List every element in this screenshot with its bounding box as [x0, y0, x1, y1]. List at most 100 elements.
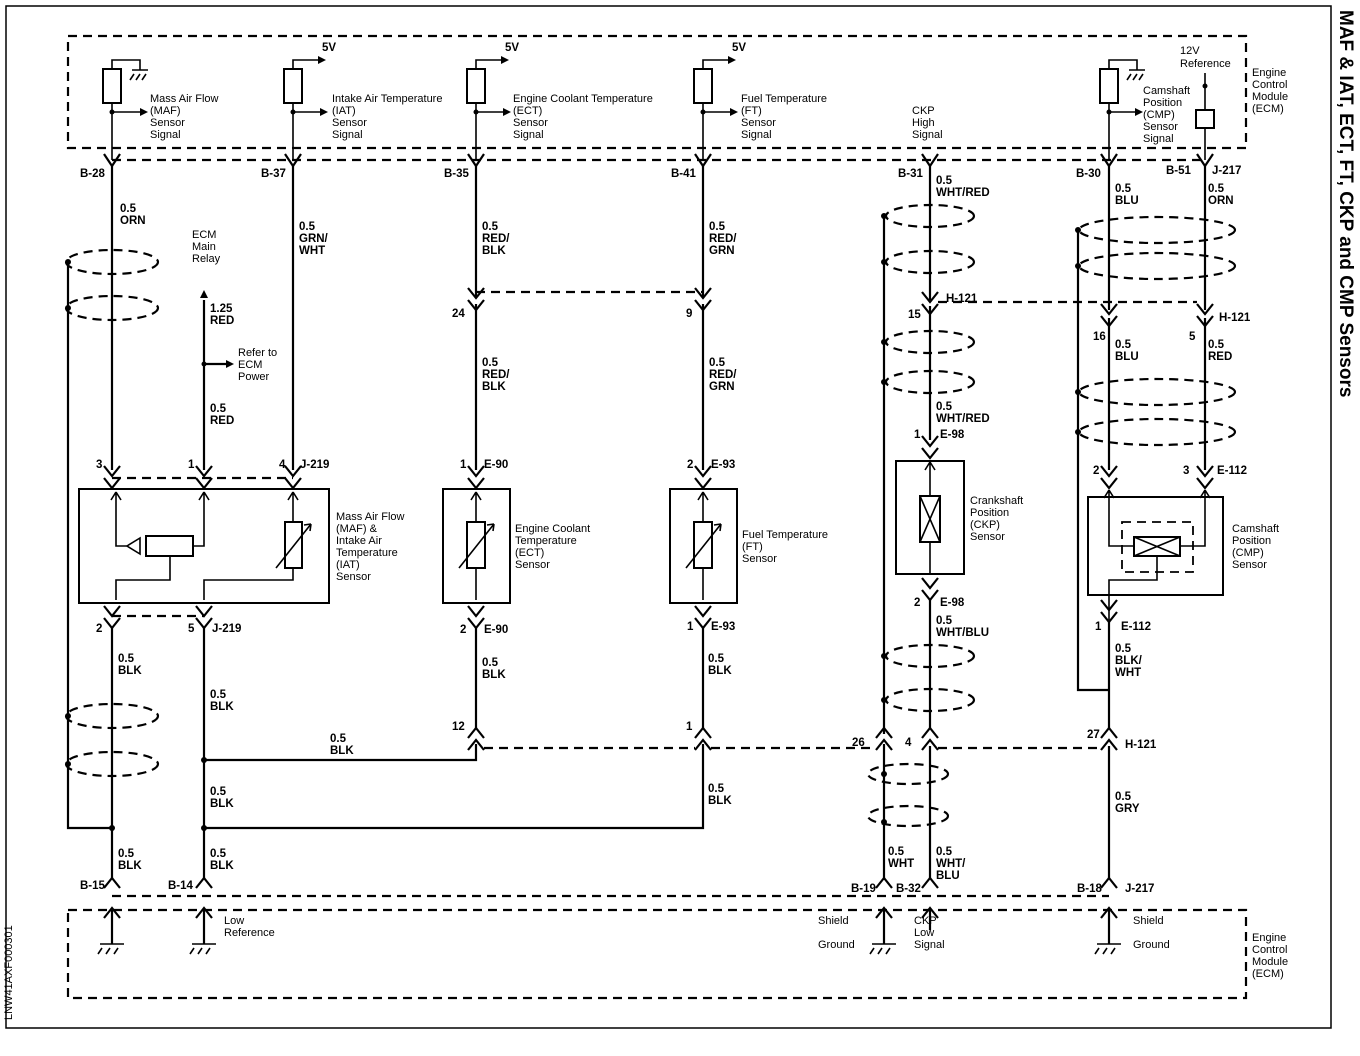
drawing-code: LNW41AXF000301 [3, 925, 15, 1020]
svg-text:BLK: BLK [708, 665, 732, 677]
svg-text:Sensor: Sensor [742, 553, 777, 565]
svg-text:Position: Position [1232, 535, 1271, 547]
conn-j217-bottom: J-217 [1125, 883, 1154, 895]
pin-5-maf: 5 [188, 623, 195, 635]
svg-text:Sensor: Sensor [970, 531, 1005, 543]
svg-text:WHT: WHT [1115, 667, 1141, 679]
svg-text:0.5: 0.5 [708, 653, 725, 665]
svg-text:Sensor: Sensor [336, 571, 371, 583]
conn-b30: B-30 [1076, 168, 1101, 180]
conn-b35: B-35 [444, 168, 470, 180]
svg-text:BLU: BLU [936, 870, 960, 882]
svg-text:Reference: Reference [1180, 58, 1231, 70]
svg-text:Reference: Reference [224, 927, 275, 939]
svg-text:Low: Low [224, 915, 244, 927]
svg-text:GRY: GRY [1115, 803, 1140, 815]
ft-sensor: Fuel Temperature (FT) Sensor [669, 488, 828, 604]
svg-text:RED/: RED/ [709, 233, 737, 245]
ecm-maf-circuit: Mass Air Flow (MAF) Sensor Signal [102, 59, 219, 160]
svg-text:Intake Air Temperature: Intake Air Temperature [332, 93, 442, 105]
svg-text:0.5: 0.5 [118, 653, 135, 665]
pin-15: 15 [908, 309, 921, 321]
maf-iat-sensor: Mass Air Flow (MAF) & Intake Air Tempera… [78, 488, 405, 604]
svg-text:Low: Low [914, 927, 934, 939]
svg-text:Temperature: Temperature [336, 547, 398, 559]
pin-4-inline: 4 [905, 737, 912, 749]
svg-text:GRN: GRN [709, 381, 735, 393]
svg-text:BLK: BLK [118, 860, 142, 872]
svg-text:0.5: 0.5 [1115, 643, 1132, 655]
svg-text:Sensor: Sensor [741, 117, 776, 129]
svg-text:WHT/: WHT/ [936, 858, 966, 870]
svg-text:BLK/: BLK/ [1115, 655, 1143, 667]
svg-text:RED: RED [210, 415, 234, 427]
pin-26: 26 [852, 737, 865, 749]
conn-e90-top: E-90 [484, 459, 508, 471]
conn-b28: B-28 [80, 168, 106, 180]
svg-text:Intake Air: Intake Air [336, 535, 382, 547]
svg-text:WHT: WHT [888, 858, 914, 870]
svg-text:5V: 5V [505, 42, 519, 54]
svg-text:(MAF) &: (MAF) & [336, 523, 378, 535]
pin-2-maf: 2 [96, 623, 102, 635]
svg-text:Temperature: Temperature [515, 535, 577, 547]
svg-text:WHT/RED: WHT/RED [936, 187, 990, 199]
pin-2-ect: 2 [460, 624, 466, 636]
svg-text:0.5: 0.5 [708, 783, 725, 795]
svg-text:RED/: RED/ [709, 369, 737, 381]
pin-3: 3 [96, 459, 102, 471]
conn-b14: B-14 [168, 880, 194, 892]
pin-5-h121: 5 [1189, 331, 1196, 343]
svg-text:Sensor: Sensor [1143, 121, 1178, 133]
svg-text:(CKP): (CKP) [970, 519, 1000, 531]
svg-text:(IAT): (IAT) [336, 559, 360, 571]
svg-text:Module: Module [1252, 91, 1288, 103]
inline-connectors-upper [467, 287, 1214, 328]
conn-h121-a: H-121 [946, 293, 978, 305]
svg-text:BLK: BLK [482, 381, 506, 393]
conn-b37: B-37 [261, 168, 286, 180]
ecm-bottom-grounds: Low Reference Shield Ground CKP Low Sign… [97, 906, 1170, 955]
svg-text:RED: RED [210, 315, 234, 327]
svg-text:Sensor: Sensor [332, 117, 367, 129]
inline-connectors-lower [467, 726, 1118, 751]
svg-text:(FT): (FT) [741, 105, 762, 117]
conn-e98-top: E-98 [940, 429, 965, 441]
svg-text:Engine: Engine [1252, 932, 1286, 944]
ecm-cmp-circuit: Camshaft Position (CMP) Sensor Signal 12… [1099, 45, 1231, 160]
page-border [5, 5, 1332, 1029]
conn-b32: B-32 [896, 883, 921, 895]
svg-text:Position: Position [1143, 97, 1182, 109]
pin-1-cmp: 1 [1095, 621, 1102, 633]
svg-text:Refer to: Refer to [238, 347, 277, 359]
svg-text:Ground: Ground [1133, 939, 1170, 951]
svg-text:Fuel Temperature: Fuel Temperature [741, 93, 827, 105]
svg-text:1.25: 1.25 [210, 303, 233, 315]
svg-text:ECM: ECM [192, 229, 216, 241]
svg-text:Main: Main [192, 241, 216, 253]
svg-text:RED/: RED/ [482, 233, 510, 245]
svg-text:ORN: ORN [120, 215, 146, 227]
svg-text:(ECM): (ECM) [1252, 968, 1284, 980]
svg-text:RED: RED [1208, 351, 1232, 363]
svg-text:Engine Coolant: Engine Coolant [515, 523, 590, 535]
pin-2-ft: 2 [687, 459, 693, 471]
svg-text:WHT: WHT [299, 245, 325, 257]
svg-text:WHT/RED: WHT/RED [936, 413, 990, 425]
svg-text:0.5: 0.5 [936, 175, 953, 187]
pin-1-ckp: 1 [914, 429, 921, 441]
conn-j219-top: J-219 [300, 459, 329, 471]
svg-text:Mass Air Flow: Mass Air Flow [150, 93, 219, 105]
pin-4: 4 [279, 459, 286, 471]
svg-text:(ECM): (ECM) [1252, 103, 1284, 115]
svg-text:Signal: Signal [513, 129, 544, 141]
relay-label: ECM Main Relay Refer to ECM Power [192, 229, 277, 383]
svg-text:BLK: BLK [482, 669, 506, 681]
conn-h121-b: H-121 [1219, 312, 1251, 324]
conn-b51: B-51 [1166, 165, 1192, 177]
svg-text:0.5: 0.5 [1115, 183, 1132, 195]
conn-b18: B-18 [1077, 883, 1103, 895]
ecm-ckp-high-label: CKP High Signal [912, 105, 943, 141]
cmp-sensor: Camshaft Position (CMP) Sensor [1087, 489, 1279, 620]
svg-text:0.5: 0.5 [210, 689, 227, 701]
